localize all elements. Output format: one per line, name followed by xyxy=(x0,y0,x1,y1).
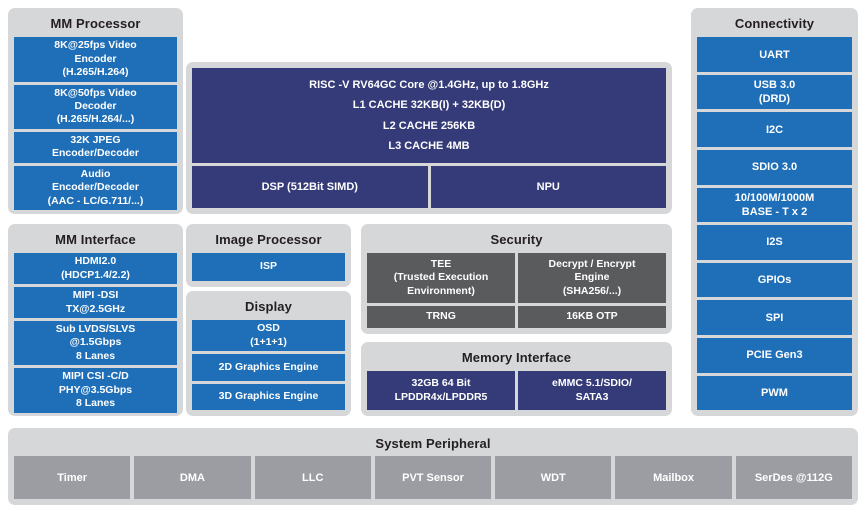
panel-security: Security TEE (Trusted Execution Environm… xyxy=(361,224,672,334)
block-tee[interactable]: TEE (Trusted Execution Environment) xyxy=(367,253,515,303)
panel-title-mm-processor: MM Processor xyxy=(50,16,141,31)
block-list-system-peripheral: Timer DMA LLC PVT Sensor WDT Mailbox Ser… xyxy=(14,456,852,499)
block-pvt-sensor[interactable]: PVT Sensor xyxy=(374,456,492,499)
cpu-line-core: RISC -V RV64GC Core @1.4GHz, up to 1.8GH… xyxy=(309,78,549,91)
block-hdmi[interactable]: HDMI2.0 (HDCP1.4/2.2) xyxy=(14,253,177,285)
security-row-1: TEE (Trusted Execution Environment) Decr… xyxy=(367,253,666,303)
block-wdt[interactable]: WDT xyxy=(495,456,612,499)
panel-title-image-processor: Image Processor xyxy=(215,232,322,247)
block-timer[interactable]: Timer xyxy=(14,456,131,499)
block-jpeg-codec[interactable]: 32K JPEG Encoder/Decoder xyxy=(14,131,177,163)
panel-title-security: Security xyxy=(490,232,543,247)
block-mailbox[interactable]: Mailbox xyxy=(615,456,732,499)
block-lpddr[interactable]: 32GB 64 Bit LPDDR4x/LPDDR5 xyxy=(367,371,515,410)
block-list-image-processor: ISP xyxy=(192,253,345,281)
cpu-line-l2: L2 CACHE 256KB xyxy=(382,119,476,132)
panel-mm-processor: MM Processor 8K@25fps Video Encoder (H.2… xyxy=(8,8,183,214)
block-pcie[interactable]: PCIE Gen3 xyxy=(697,337,852,373)
block-list-mm-processor: 8K@25fps Video Encoder (H.265/H.264) 8K@… xyxy=(14,37,177,211)
cpu-line-l3: L3 CACHE 4MB xyxy=(388,139,470,152)
panel-mm-interface: MM Interface HDMI2.0 (HDCP1.4/2.2) MIPI … xyxy=(8,224,183,416)
block-2d-graphics-engine[interactable]: 2D Graphics Engine xyxy=(192,354,345,381)
block-emmc-sdio-sata[interactable]: eMMC 5.1/SDIO/ SATA3 xyxy=(518,371,666,410)
block-list-security: TEE (Trusted Execution Environment) Decr… xyxy=(367,253,666,329)
panel-display: Display OSD (1+1+1) 2D Graphics Engine 3… xyxy=(186,291,351,416)
block-dma[interactable]: DMA xyxy=(134,456,251,499)
block-sub-lvds[interactable]: Sub LVDS/SLVS @1.5Gbps 8 Lanes xyxy=(14,321,177,366)
panel-title-display: Display xyxy=(245,299,292,314)
block-crypto-engine[interactable]: Decrypt / Encrypt Engine (SHA256/...) xyxy=(518,253,666,303)
block-list-cpu-lower: DSP (512Bit SIMD) NPU xyxy=(192,166,666,208)
panel-image-processor: Image Processor ISP xyxy=(186,224,351,287)
security-row-2: TRNG 16KB OTP xyxy=(367,305,666,329)
block-i2c[interactable]: I2C xyxy=(697,112,852,148)
block-serdes[interactable]: SerDes @112G xyxy=(735,456,852,499)
block-list-display: OSD (1+1+1) 2D Graphics Engine 3D Graphi… xyxy=(192,320,345,411)
block-osd[interactable]: OSD (1+1+1) xyxy=(192,320,345,352)
block-audio-codec[interactable]: Audio Encoder/Decoder (AAC - LC/G.711/..… xyxy=(14,165,177,211)
block-uart[interactable]: UART xyxy=(697,37,852,72)
panel-title-mm-interface: MM Interface xyxy=(55,232,136,247)
block-list-connectivity: UART USB 3.0 (DRD) I2C SDIO 3.0 10/100M/… xyxy=(697,37,852,411)
block-mipi-csi[interactable]: MIPI CSI -C/D PHY@3.5Gbps 8 Lanes xyxy=(14,368,177,413)
panel-cpu-complex: RISC -V RV64GC Core @1.4GHz, up to 1.8GH… xyxy=(186,62,672,214)
panel-connectivity: Connectivity UART USB 3.0 (DRD) I2C SDIO… xyxy=(691,8,858,416)
panel-system-peripheral: System Peripheral Timer DMA LLC PVT Sens… xyxy=(8,428,858,505)
block-i2s[interactable]: I2S xyxy=(697,225,852,260)
cpu-line-l1: L1 CACHE 32KB(I) + 32KB(D) xyxy=(352,99,506,112)
block-spi[interactable]: SPI xyxy=(697,300,852,335)
block-otp[interactable]: 16KB OTP xyxy=(518,305,666,329)
block-gpios[interactable]: GPIOs xyxy=(697,262,852,298)
block-video-decoder[interactable]: 8K@50fps Video Decoder (H.265/H.264/...) xyxy=(14,84,177,129)
block-dsp[interactable]: DSP (512Bit SIMD) xyxy=(192,166,428,208)
block-risc-v-core[interactable]: RISC -V RV64GC Core @1.4GHz, up to 1.8GH… xyxy=(192,68,666,163)
panel-title-system-peripheral: System Peripheral xyxy=(375,436,491,451)
block-trng[interactable]: TRNG xyxy=(367,305,515,329)
block-isp[interactable]: ISP xyxy=(192,253,345,281)
block-usb[interactable]: USB 3.0 (DRD) xyxy=(697,74,852,110)
panel-memory-interface: Memory Interface 32GB 64 Bit LPDDR4x/LPD… xyxy=(361,342,672,416)
block-llc[interactable]: LLC xyxy=(254,456,371,499)
block-mipi-dsi[interactable]: MIPI -DSI TX@2.5GHz xyxy=(14,287,177,319)
block-npu[interactable]: NPU xyxy=(430,166,666,208)
block-sdio[interactable]: SDIO 3.0 xyxy=(697,150,852,185)
block-list-memory-interface: 32GB 64 Bit LPDDR4x/LPDDR5 eMMC 5.1/SDIO… xyxy=(367,371,666,410)
panel-title-memory-interface: Memory Interface xyxy=(461,350,572,365)
block-3d-graphics-engine[interactable]: 3D Graphics Engine xyxy=(192,383,345,411)
panel-title-connectivity: Connectivity xyxy=(734,16,815,31)
block-list-mm-interface: HDMI2.0 (HDCP1.4/2.2) MIPI -DSI TX@2.5GH… xyxy=(14,253,177,413)
block-video-encoder[interactable]: 8K@25fps Video Encoder (H.265/H.264) xyxy=(14,37,177,82)
block-pwm[interactable]: PWM xyxy=(697,375,852,411)
block-ethernet[interactable]: 10/100M/1000M BASE - T x 2 xyxy=(697,187,852,223)
